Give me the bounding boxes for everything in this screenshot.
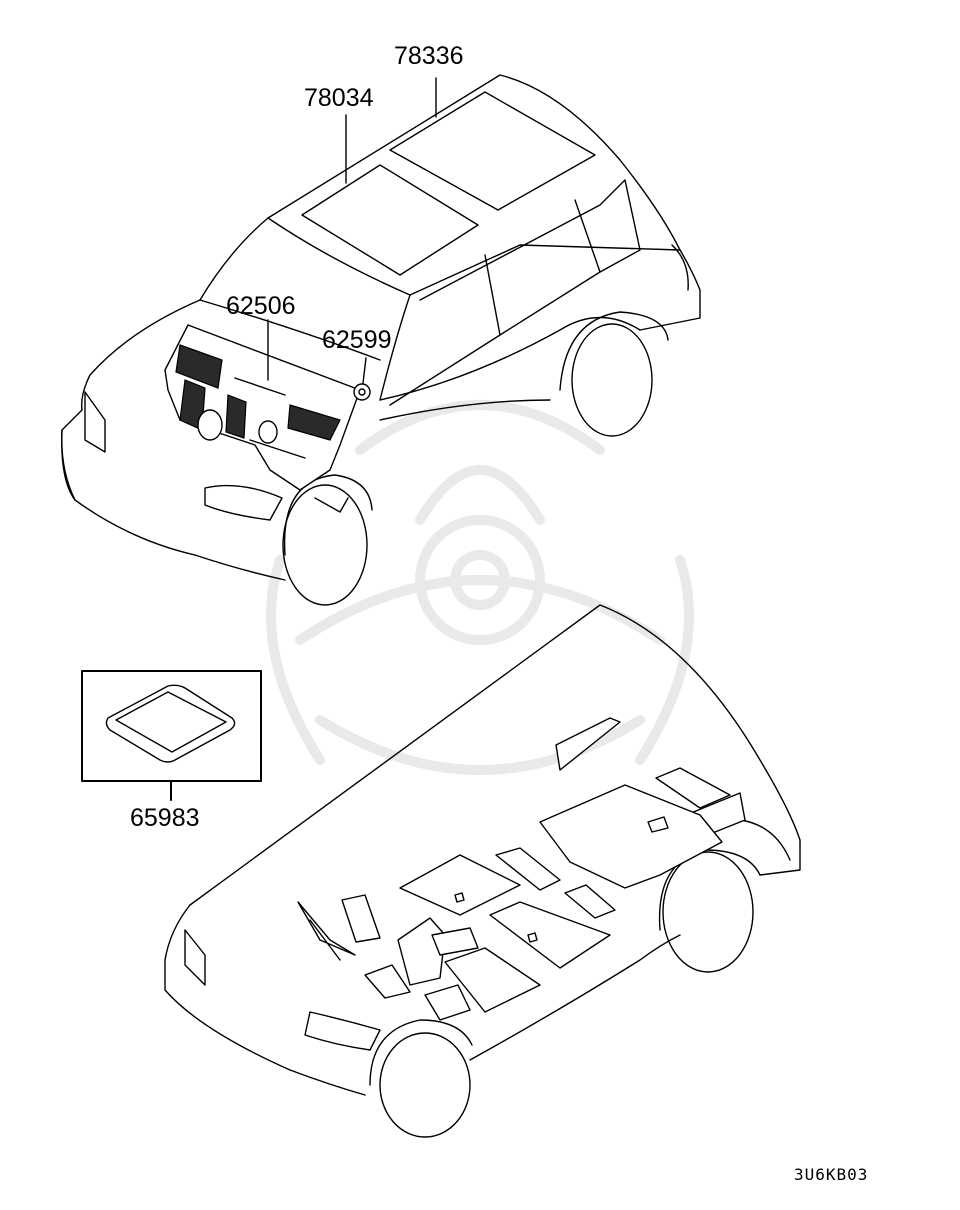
grommet-part [353,383,371,401]
leader-lines-top [267,77,437,384]
watermark-emblem [266,400,694,775]
roof-pad-front [301,164,479,276]
dash-insulator-part [164,324,361,491]
floor-insulator-parts [297,717,746,1021]
upper-vehicle-outline [61,74,701,606]
pad-detail-box [81,670,262,801]
label-dash-insulator: 62506 [226,292,296,320]
figure-code: 3U6KB03 [794,1165,868,1184]
label-roof-rear: 78336 [394,42,464,70]
label-grommet: 62599 [322,326,392,354]
roof-pad-rear [389,91,596,211]
label-pad-detail: 65983 [130,804,200,832]
label-roof-front: 78034 [304,84,374,112]
